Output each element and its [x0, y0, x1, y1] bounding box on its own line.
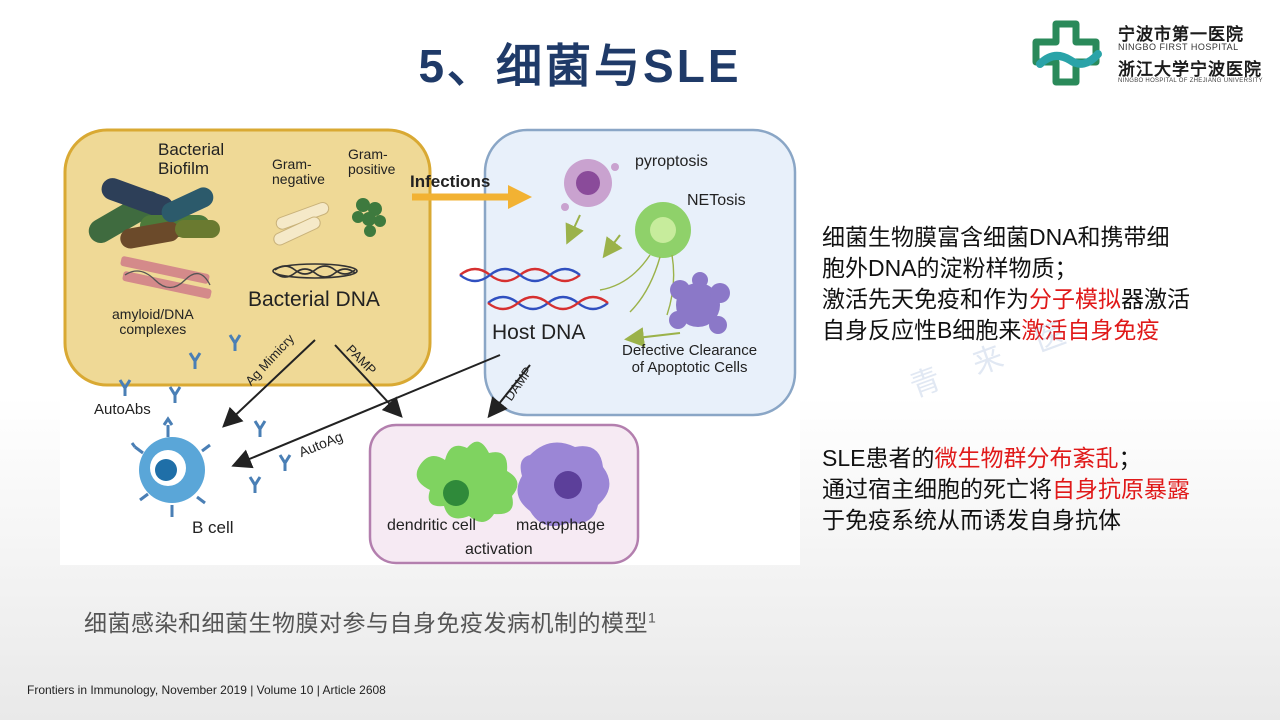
netosis-cell-icon [599, 202, 691, 316]
hospital-logo-icon [1032, 20, 1102, 86]
slide-title: 5、细菌与SLE [418, 40, 742, 92]
label-macrophage: macrophage [516, 517, 605, 534]
autoag-arrow [231, 354, 501, 469]
highlight-text: 激活自身免疫 [1021, 317, 1160, 343]
highlight-text: 分子模拟 [1029, 286, 1121, 312]
gram-positive-icon [352, 198, 386, 237]
label-host-dna: Host DNA [492, 321, 586, 344]
explanation-line: 于免疫系统从而诱发自身抗体 [822, 507, 1121, 533]
label-gram-positive: Gram- positive [348, 146, 396, 178]
bacterial-dna-icon [272, 263, 358, 279]
explanation-line: 自身反应性B细胞来激活自身免疫 [822, 317, 1160, 343]
explanation-block-1: 细菌生物膜富含细菌DNA和携带细 胞外DNA的淀粉样物质； 激活先天免疫和作为分… [822, 222, 1190, 346]
highlight-text: 微生物群分布紊乱 [934, 445, 1119, 471]
dendritic-cell-icon [416, 441, 518, 523]
damp-arrow [487, 364, 531, 419]
label-b-cell: B cell [192, 518, 234, 537]
label-bacterial-biofilm: Bacterial Biofilm [158, 140, 225, 178]
logo-name-en-2: NINGBO HOSPITAL OF ZHEJIANG UNIVERSITY [1118, 78, 1263, 84]
label-pyroptosis: pyroptosis [635, 153, 708, 170]
explanation-line: SLE患者的微生物群分布紊乱； [822, 445, 1142, 471]
biofilm-icon [88, 178, 220, 249]
macrophage-icon [517, 442, 610, 527]
citation-footer: Frontiers in Immunology, November 2019 |… [27, 683, 386, 697]
label-autoabs: AutoAbs [94, 401, 151, 418]
label-amyloid: amyloid/DNA complexes [112, 306, 194, 338]
label-activation: activation [465, 541, 533, 558]
explanation-line: 激活先天免疫和作为分子模拟器激活 [822, 286, 1190, 312]
explanation-line: 胞外DNA的淀粉样物质； [822, 255, 1078, 281]
label-infections: Infections [410, 172, 491, 191]
ag-mimicry-arrow [222, 339, 316, 428]
explanation-block-2: SLE患者的微生物群分布紊乱； 通过宿主细胞的死亡将自身抗原暴露 于免疫系统从而… [822, 443, 1190, 536]
label-defective-clearance: Defective Clearance of Apoptotic Cells [622, 342, 758, 376]
highlight-text: 自身抗原暴露 [1052, 476, 1190, 502]
pamp-arrow [334, 344, 403, 418]
figure-caption: 细菌感染和细菌生物膜对参与自身免疫发病机制的模型1 [84, 609, 657, 636]
host-dna-icon [459, 267, 609, 311]
label-dendritic-cell: dendritic cell [387, 517, 476, 534]
hospital-logo: 宁波市第一医院 NINGBO FIRST HOSPITAL 浙江大学宁波医院 N… [1030, 18, 1270, 88]
logo-name-cn: 宁波市第一医院 [1118, 25, 1244, 44]
b-cell-icon [130, 416, 211, 517]
gram-negative-icon [273, 201, 330, 246]
diagram-graphics [63, 128, 797, 565]
pathogenesis-diagram: Bacterial Biofilm Gram- negative Gram- p… [60, 125, 800, 565]
label-bacterial-dna: Bacterial DNA [248, 288, 380, 311]
logo-name-cn-2: 浙江大学宁波医院 [1118, 60, 1262, 79]
amyloid-dna-icon [120, 256, 212, 299]
caption-reference: 1 [648, 609, 657, 626]
pyroptosis-cell-icon [561, 159, 619, 211]
label-netosis: NETosis [687, 192, 746, 209]
explanation-line: 细菌生物膜富含细菌DNA和携带细 [822, 224, 1170, 250]
explanation-line: 通过宿主细胞的死亡将自身抗原暴露 [822, 476, 1190, 502]
logo-name-en: NINGBO FIRST HOSPITAL [1118, 42, 1239, 52]
antibody-icons [118, 334, 292, 493]
label-gram-negative: Gram- negative [272, 156, 325, 188]
apoptotic-cell-icon [669, 272, 730, 334]
